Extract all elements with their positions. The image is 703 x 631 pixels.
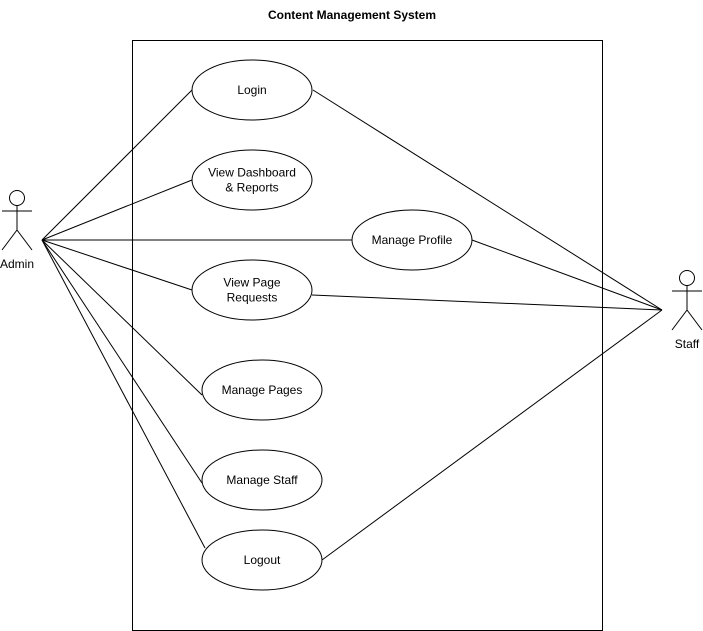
use-case-ellipse bbox=[201, 359, 323, 421]
use-case-manage-pages: Manage Pages bbox=[201, 359, 323, 421]
use-case-ellipse bbox=[191, 149, 313, 211]
use-case-label: Manage Staff bbox=[226, 473, 298, 487]
association-staff-manage-profile bbox=[471, 239, 663, 311]
use-case-label: Logout bbox=[244, 553, 281, 567]
use-case-view-dashboard: View Dashboard& Reports bbox=[191, 149, 313, 211]
use-case-label: View Page bbox=[223, 276, 280, 290]
use-case-label: View Dashboard bbox=[208, 166, 296, 180]
association-staff-view-page-requests bbox=[311, 294, 663, 311]
use-case-manage-profile: Manage Profile bbox=[351, 209, 473, 271]
association-admin-manage-staff bbox=[41, 239, 203, 484]
actor-label: Admin bbox=[0, 257, 34, 271]
associations bbox=[41, 89, 663, 561]
system-boundary bbox=[132, 40, 603, 631]
use-case-label: Manage Profile bbox=[372, 233, 453, 247]
actor-staff: Staff bbox=[671, 270, 703, 351]
diagram-title: Content Management System bbox=[268, 8, 436, 22]
use-case-ellipse bbox=[191, 259, 313, 321]
actor-admin: Admin bbox=[0, 190, 34, 271]
use-case-ellipse bbox=[201, 529, 323, 591]
stick-figure-icon bbox=[1, 190, 33, 251]
use-case-label: & Reports bbox=[225, 181, 278, 195]
stick-figure-icon bbox=[671, 270, 703, 331]
use-case-label: Requests bbox=[227, 291, 278, 305]
association-admin-login bbox=[41, 89, 193, 241]
use-case-label: Manage Pages bbox=[222, 383, 303, 397]
use-case-label: Login bbox=[237, 83, 266, 97]
actor-label: Staff bbox=[675, 337, 700, 351]
association-admin-view-dashboard bbox=[41, 179, 193, 241]
association-admin-view-page-requests bbox=[41, 239, 193, 291]
use-case-ellipse bbox=[191, 59, 313, 121]
use-case-manage-staff: Manage Staff bbox=[201, 449, 323, 511]
association-staff-logout bbox=[321, 309, 663, 561]
association-admin-manage-pages bbox=[41, 239, 203, 396]
association-admin-logout bbox=[41, 239, 206, 549]
use-case-login: Login bbox=[191, 59, 313, 121]
use-case-logout: Logout bbox=[201, 529, 323, 591]
use-case-ellipse bbox=[351, 209, 473, 271]
association-staff-login bbox=[312, 89, 663, 311]
use-case-ellipse bbox=[201, 449, 323, 511]
